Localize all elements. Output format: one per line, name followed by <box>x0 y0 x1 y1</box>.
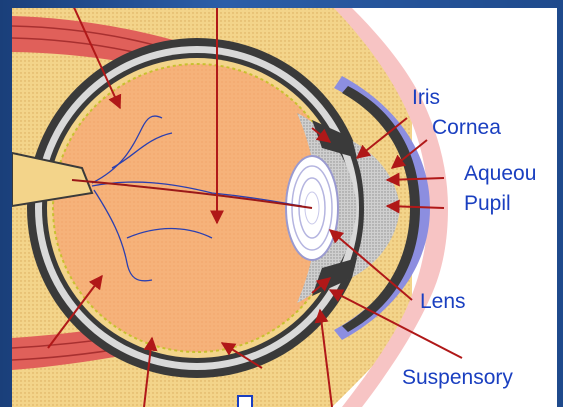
label-cornea: Cornea <box>432 116 501 139</box>
label-iris: Iris <box>412 86 440 109</box>
checkbox-icon <box>238 396 252 407</box>
eye-cross-section: Iris Cornea Aqueou Pupil Lens Suspensory <box>12 8 557 407</box>
eye-diagram: Iris Cornea Aqueou Pupil Lens Suspensory <box>12 8 557 407</box>
label-suspensory: Suspensory <box>402 366 513 389</box>
label-aqueous: Aqueou <box>464 162 536 185</box>
label-pupil: Pupil <box>464 192 511 215</box>
label-lens: Lens <box>420 290 466 313</box>
